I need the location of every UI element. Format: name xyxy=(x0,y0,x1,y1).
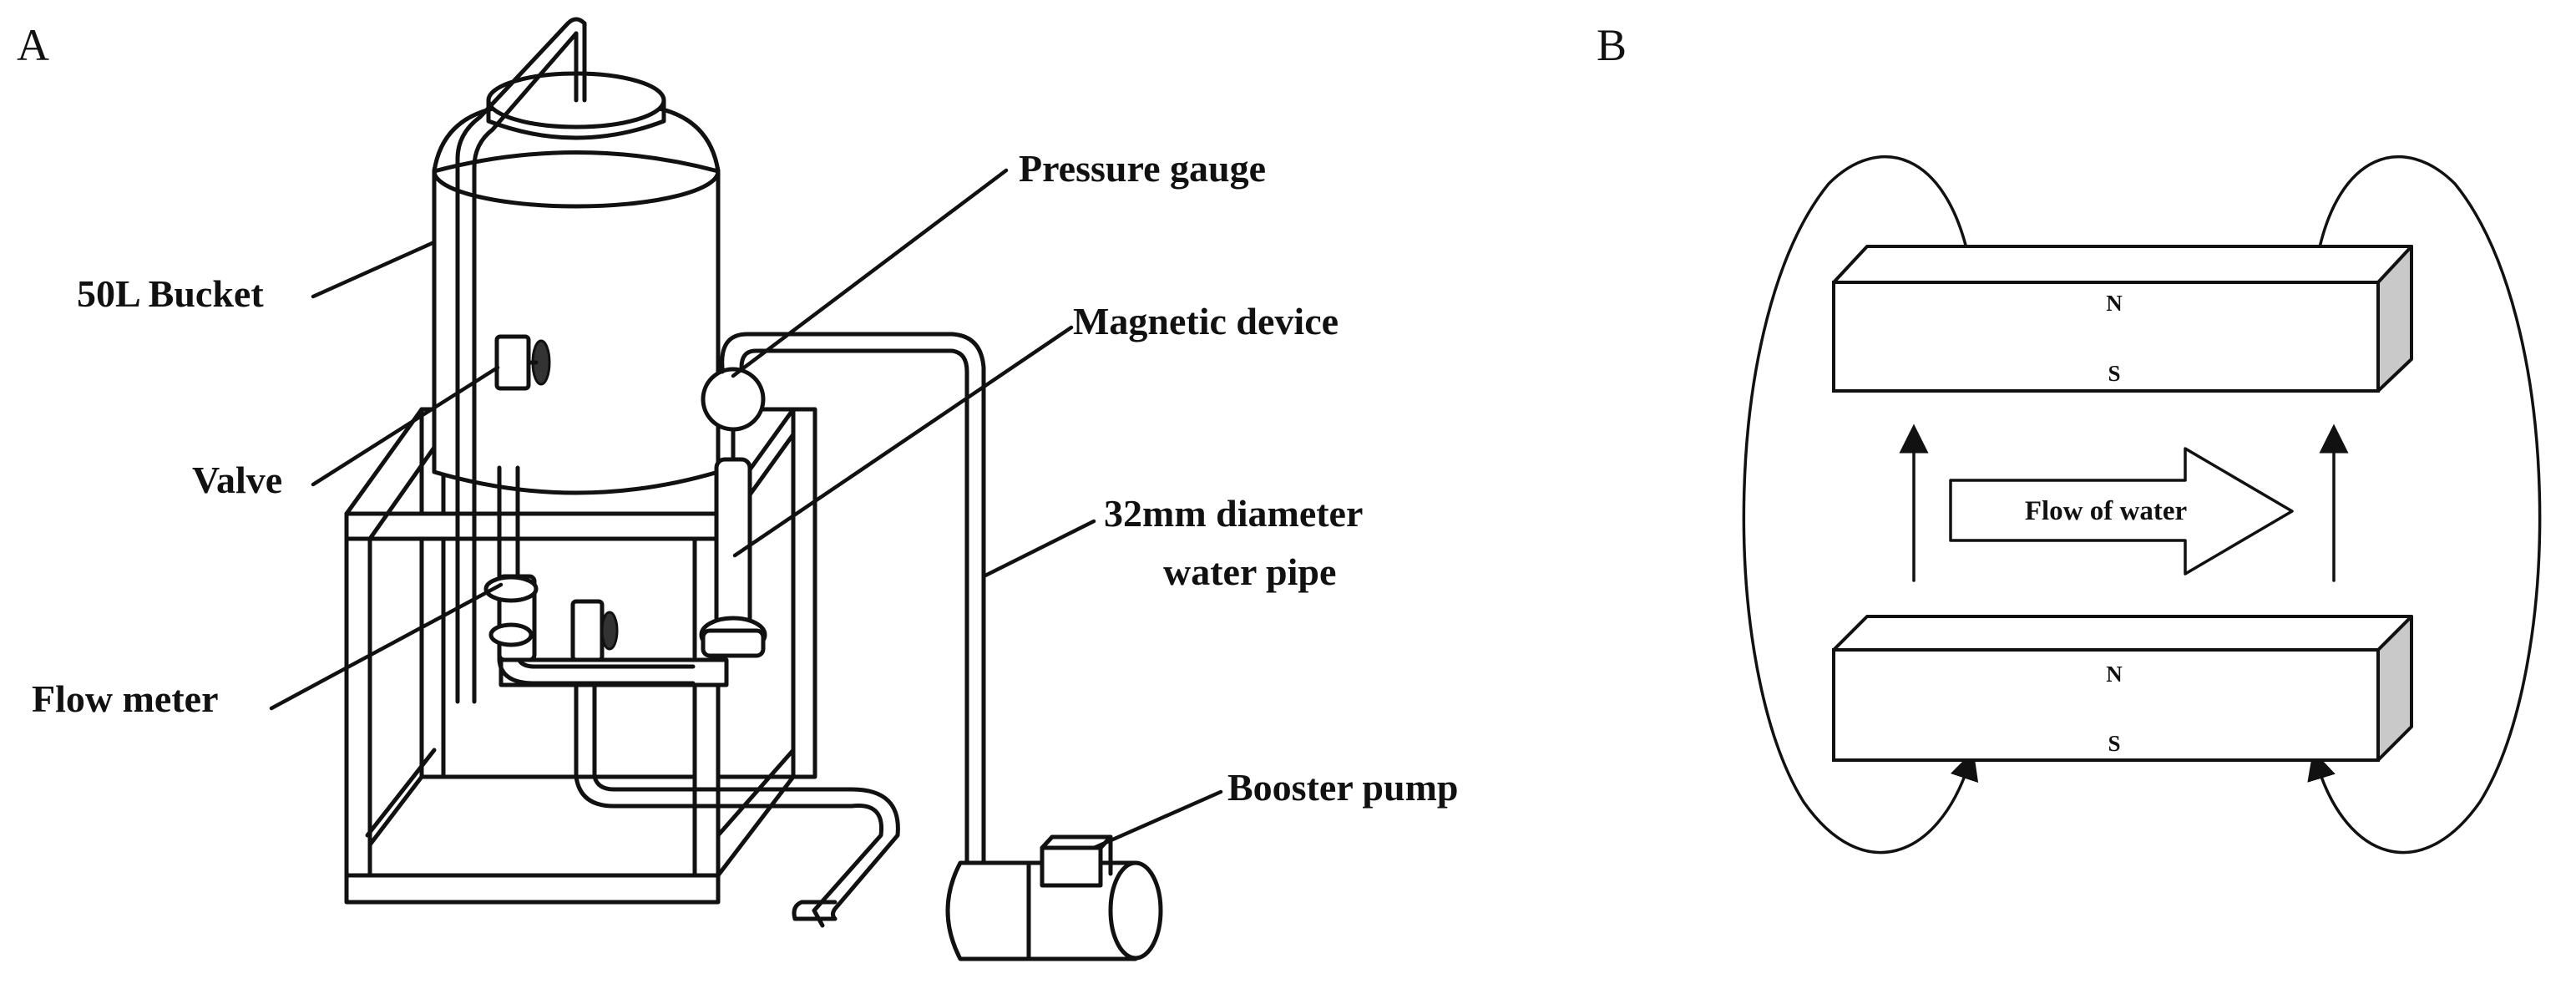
return-pipe xyxy=(574,682,900,928)
panel-a: A xyxy=(17,17,1458,961)
flow-direction-arrow xyxy=(1949,447,2294,576)
label-bucket: 50L Bucket xyxy=(77,272,264,315)
bucket-leader xyxy=(311,240,437,299)
bottom-magnet-north: N xyxy=(2106,662,2123,687)
bottom-magnet-south: S xyxy=(2108,731,2120,756)
top-magnet-south: S xyxy=(2108,361,2120,386)
label-valve: Valve xyxy=(192,459,282,501)
booster-pump xyxy=(945,834,1163,961)
flow-of-water-label: Flow of water xyxy=(2025,496,2187,526)
valve-leader xyxy=(311,365,500,487)
left-field-line xyxy=(1742,155,1979,855)
label-booster-pump: Booster pump xyxy=(1227,766,1458,809)
pressure-gauge-dial xyxy=(701,367,766,432)
label-pressure-gauge: Pressure gauge xyxy=(1019,147,1266,190)
pressure-gauge-leader xyxy=(731,168,1009,378)
label-flow-meter: Flow meter xyxy=(32,677,219,720)
pipe-leader xyxy=(981,519,1096,579)
label-pipe-line2: water pipe xyxy=(1163,550,1336,593)
gauge-column xyxy=(699,332,986,871)
right-field-line xyxy=(2307,155,2542,855)
inlet-pipe xyxy=(455,17,696,704)
panel-b-letter: B xyxy=(1597,20,1627,70)
bucket xyxy=(432,71,721,495)
support-frame xyxy=(344,407,817,905)
lower-valve xyxy=(570,599,619,662)
panel-b: B N S N S Flow of water xyxy=(1597,20,2542,855)
label-magnetic-device: Magnetic device xyxy=(1073,300,1339,342)
magnetic-device-leader xyxy=(732,325,1074,558)
bottom-magnet: N S xyxy=(1832,615,2413,762)
panel-a-letter: A xyxy=(17,20,49,70)
pump-leader xyxy=(1091,789,1223,850)
top-magnet: N S xyxy=(1832,245,2413,393)
top-magnet-north: N xyxy=(2106,291,2123,316)
label-pipe-line1: 32mm diameter xyxy=(1104,492,1363,535)
valve xyxy=(494,334,551,391)
flow-meter-leader xyxy=(269,582,504,711)
